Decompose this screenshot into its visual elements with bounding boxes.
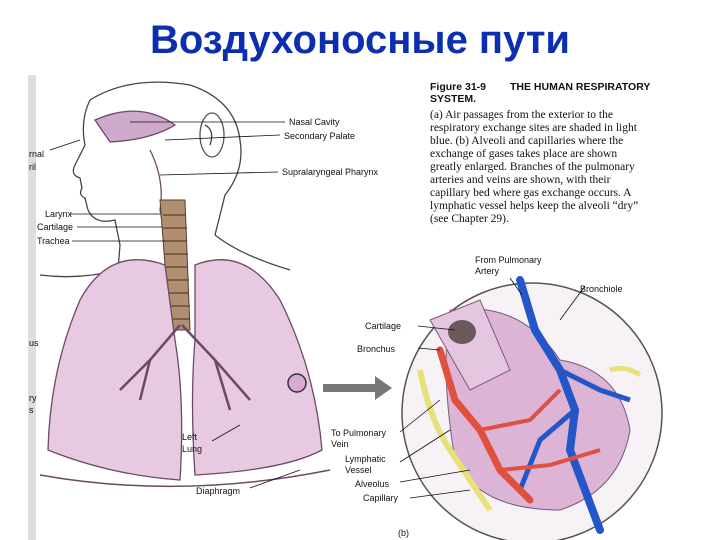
figure-heading-2: SYSTEM. <box>430 93 476 105</box>
caption-line: arteries and veins are shown, with their <box>430 174 611 186</box>
label-trachea: Trachea <box>37 236 70 246</box>
page-edge <box>28 75 36 540</box>
label-alveolus: Alveolus <box>355 479 390 489</box>
label-larynx: Larynx <box>45 209 73 219</box>
label-to-pulmonary-2: Vein <box>331 439 349 449</box>
figure-part-label: (b) <box>398 528 409 538</box>
caption-line: capillary bed where gas exchange occurs.… <box>430 187 632 199</box>
label-left-lung-2: Lung <box>182 444 202 454</box>
label-nasal-cavity: Nasal Cavity <box>289 117 340 127</box>
label-secondary-palate: Secondary Palate <box>284 131 355 141</box>
slide-title: Воздухоносные пути <box>149 18 571 62</box>
caption-line: greatly enlarged. Branches of the pulmon… <box>430 161 635 173</box>
figure-caption: (a) Air passages from the exterior to th… <box>430 109 638 225</box>
label-capillary: Capillary <box>363 493 399 503</box>
label-partial-4: ry <box>29 393 37 403</box>
label-supralaryngeal-pharynx: Supralaryngeal Pharynx <box>282 167 379 177</box>
caption-line: exchange of gases takes place are shown <box>430 148 617 160</box>
figure-number: Figure 31-9 <box>430 81 486 93</box>
head-illustration <box>39 81 291 278</box>
label-lymphatic-1: Lymphatic <box>345 454 386 464</box>
label-left-lung-1: Left <box>182 432 198 442</box>
caption-line: (see Chapter 29). <box>430 213 509 225</box>
label-bronchiole: Bronchiole <box>580 284 623 294</box>
label-to-pulmonary-1: To Pulmonary <box>331 428 387 438</box>
label-bronchus: Bronchus <box>357 344 396 354</box>
label-diaphragm: Diaphragm <box>196 486 240 496</box>
right-label-lines <box>399 277 586 499</box>
left-label-lines <box>49 121 301 489</box>
zoom-arrow <box>323 376 392 400</box>
label-partial-1: rnal <box>29 149 44 159</box>
caption-line: lymphatic vessel helps keep the alveoli … <box>430 200 638 212</box>
caption-line: blue. (b) Alveoli and capillaries where … <box>430 135 623 147</box>
label-cartilage-left: Cartilage <box>37 222 73 232</box>
label-partial-3: us <box>29 338 39 348</box>
label-lymphatic-2: Vessel <box>345 465 372 475</box>
figure-heading-1: THE HUMAN RESPIRATORY <box>510 81 650 93</box>
label-from-pulmonary-1: From Pulmonary <box>475 255 542 265</box>
label-cartilage-right: Cartilage <box>365 321 401 331</box>
label-partial-5: s <box>29 405 34 415</box>
label-from-pulmonary-2: Artery <box>475 266 500 276</box>
label-partial-2: ril <box>29 162 36 172</box>
lungs-illustration <box>39 259 331 488</box>
caption-line: (a) Air passages from the exterior to th… <box>430 109 613 121</box>
caption-line: respiratory exchange sites are shaded in… <box>430 122 638 134</box>
respiratory-figure: Nasal Cavity Secondary Palate Supralaryn… <box>28 75 663 540</box>
alveoli-illustration <box>401 276 663 540</box>
